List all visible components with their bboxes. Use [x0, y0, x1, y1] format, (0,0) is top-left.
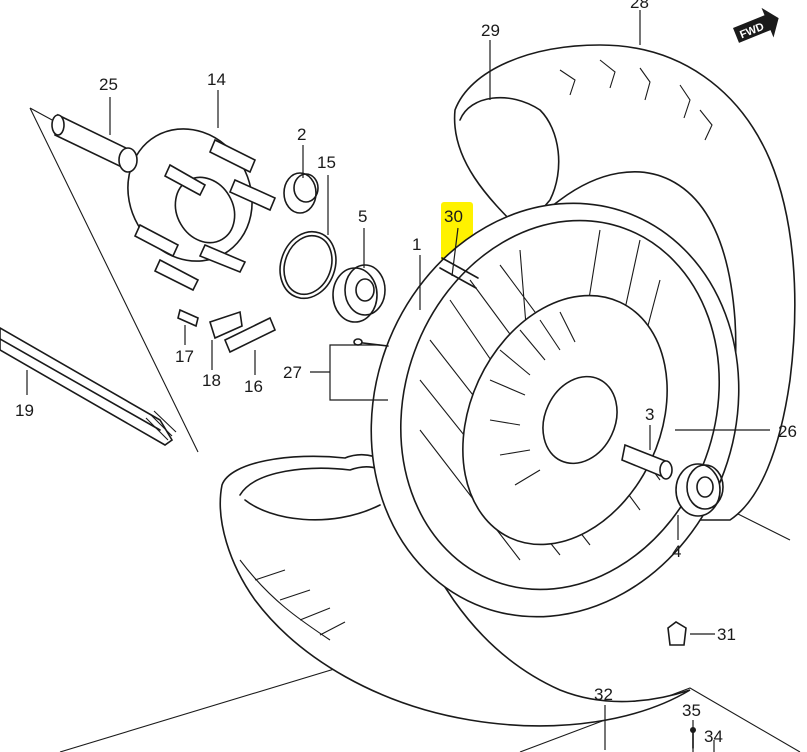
tire-upper	[453, 44, 796, 521]
frame-line-bottom-right	[519, 687, 801, 752]
callout-17: 17	[175, 347, 194, 366]
tire-lower	[219, 453, 691, 727]
callout-30: 30	[444, 207, 463, 226]
callout-2: 2	[297, 125, 306, 144]
callout-14: 14	[207, 70, 226, 89]
bearing-right	[675, 463, 724, 517]
callout-32: 32	[594, 685, 613, 704]
bearing-left	[332, 264, 386, 323]
fwd-badge-text: FWD	[738, 21, 766, 42]
valve-cap	[667, 621, 687, 646]
pin-head	[690, 727, 696, 733]
leader-lines	[26, 10, 770, 752]
rim-band	[439, 257, 479, 289]
callout-29: 29	[481, 21, 500, 40]
fwd-badge: FWD	[733, 7, 779, 43]
callout-35: 35	[682, 701, 701, 720]
callout-34: 34	[704, 727, 723, 746]
spacer-right	[621, 443, 673, 480]
callout-4: 4	[672, 542, 681, 561]
spacer-sleeve	[51, 113, 138, 173]
callout-16: 16	[244, 377, 263, 396]
valve-stem	[353, 338, 389, 347]
hub-flange	[127, 128, 277, 292]
small-hardware	[177, 308, 277, 354]
callout-26: 26	[778, 422, 797, 441]
callout-27: 27	[283, 363, 302, 382]
callout-28: 28	[630, 0, 649, 12]
callout-25: 25	[99, 75, 118, 94]
callout-19: 19	[15, 401, 34, 420]
callout-15: 15	[317, 153, 336, 172]
callout-labels: 25 14 2 15 5 1 29 30 28 27 17 18 16 19 3…	[15, 0, 797, 746]
callout-31: 31	[717, 625, 736, 644]
bushing	[283, 172, 319, 214]
callout-3: 3	[645, 405, 654, 424]
callout-18: 18	[202, 371, 221, 390]
callout-1: 1	[412, 235, 421, 254]
o-ring	[279, 230, 337, 300]
callout-5: 5	[358, 207, 367, 226]
axle	[0, 327, 177, 446]
